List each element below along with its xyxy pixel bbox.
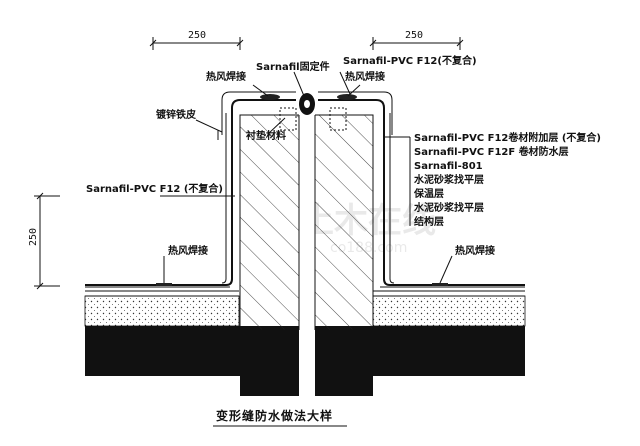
- dimension-top-left-value: 250: [188, 30, 206, 41]
- label-weld-bottom-left: 热风焊接: [168, 244, 208, 257]
- layer-legend-item: Sarnafil-801: [414, 161, 483, 172]
- label-galvanized-sheet: 镀锌铁皮: [156, 108, 196, 121]
- dimension-top-left: 250: [149, 30, 244, 50]
- label-weld-top-left: 热风焊接: [206, 70, 246, 83]
- layer-legend-item: 水泥砂浆找平层: [413, 201, 484, 214]
- dimension-left-value: 250: [28, 228, 39, 246]
- structural-slab: [85, 326, 525, 396]
- fastener: [299, 93, 315, 115]
- label-filler-material: 衬垫材料: [246, 129, 286, 142]
- upstand-walls: [239, 114, 374, 331]
- label-membrane-left: Sarnafil-PVC F12 (不复合): [86, 182, 223, 195]
- screed-layer: [85, 286, 525, 292]
- insulation-layer: [84, 295, 526, 327]
- dimension-top-right-value: 250: [405, 30, 423, 41]
- leader-lines: [160, 71, 453, 284]
- layer-legend-item: 保温层: [413, 187, 444, 200]
- galvanized-cap: [217, 91, 393, 140]
- layer-legend-item: 结构层: [414, 215, 444, 228]
- weld-marks: [156, 94, 448, 286]
- filler-material: [279, 107, 347, 131]
- label-fastener: Sarnafil固定件: [256, 60, 330, 73]
- label-weld-top-right: 热风焊接: [345, 70, 385, 83]
- dimension-top-right: 250: [369, 30, 464, 50]
- layer-legend-item: Sarnafil-PVC F12F 卷材防水层: [414, 145, 569, 158]
- layer-legend: Sarnafil-PVC F12卷材附加层 (不复合) Sarnafil-PVC…: [413, 131, 601, 228]
- drawing-title: 变形缝防水做法大样: [213, 408, 347, 427]
- expansion-joint-gap: [299, 110, 315, 400]
- label-weld-bottom-right: 热风焊接: [455, 244, 495, 257]
- layer-legend-item: 水泥砂浆找平层: [413, 173, 484, 186]
- membrane-wrap: [85, 99, 525, 286]
- layer-legend-item: Sarnafil-PVC F12卷材附加层 (不复合): [414, 131, 601, 144]
- title-text: 变形缝防水做法大样: [216, 408, 333, 423]
- label-membrane-top: Sarnafil-PVC F12(不复合): [343, 54, 477, 67]
- dimension-left: 250: [28, 192, 60, 290]
